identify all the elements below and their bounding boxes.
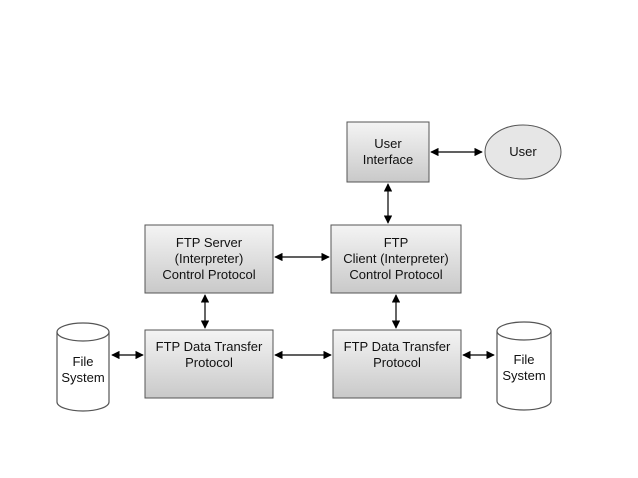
user-ellipse [484, 124, 562, 180]
server-pi-box [144, 224, 274, 294]
client-dtp-box [332, 329, 462, 399]
file-system-right-cylinder [496, 321, 552, 411]
server-dtp-box [144, 329, 274, 399]
client-pi-box [330, 224, 462, 294]
user-interface-box [346, 121, 430, 183]
file-system-left-cylinder [56, 322, 110, 412]
